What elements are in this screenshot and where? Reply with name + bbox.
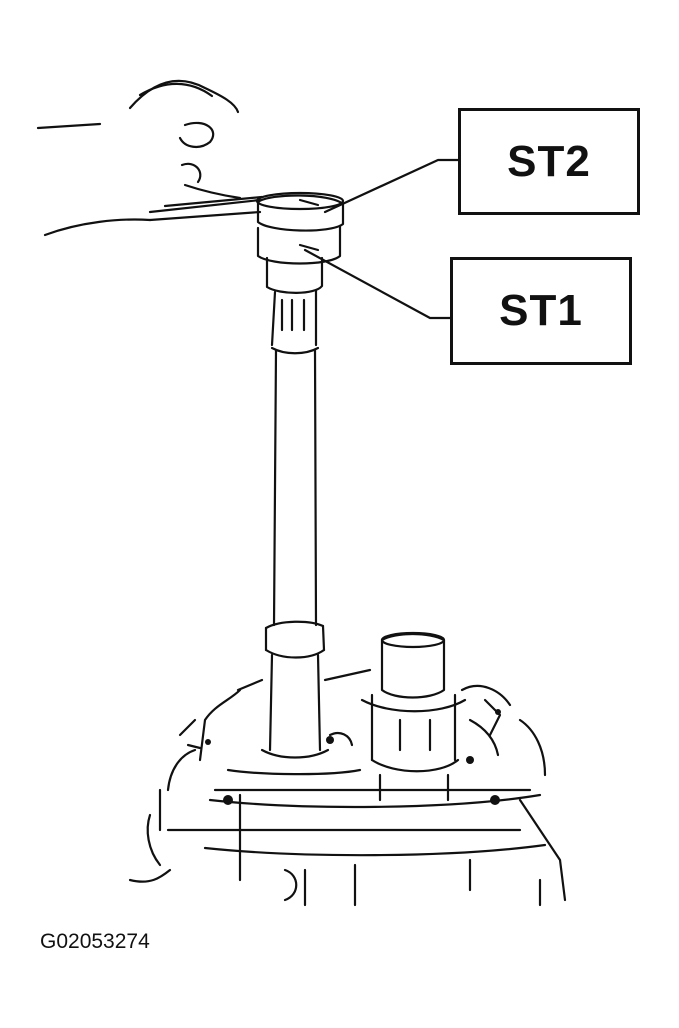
st1-leader-line	[303, 248, 452, 320]
housing-bolts	[205, 709, 501, 805]
transmission-housing-icon	[128, 631, 567, 907]
st1-label: ST1	[499, 286, 583, 335]
hand-icon	[36, 79, 264, 237]
st2-callout-box: ST2	[458, 108, 640, 215]
st2-label: ST2	[507, 136, 591, 186]
st2-leader-line	[323, 158, 460, 214]
special-tool-icon	[255, 191, 345, 759]
figure-code: G02053274	[40, 930, 150, 953]
st1-callout-box: ST1	[450, 257, 632, 365]
